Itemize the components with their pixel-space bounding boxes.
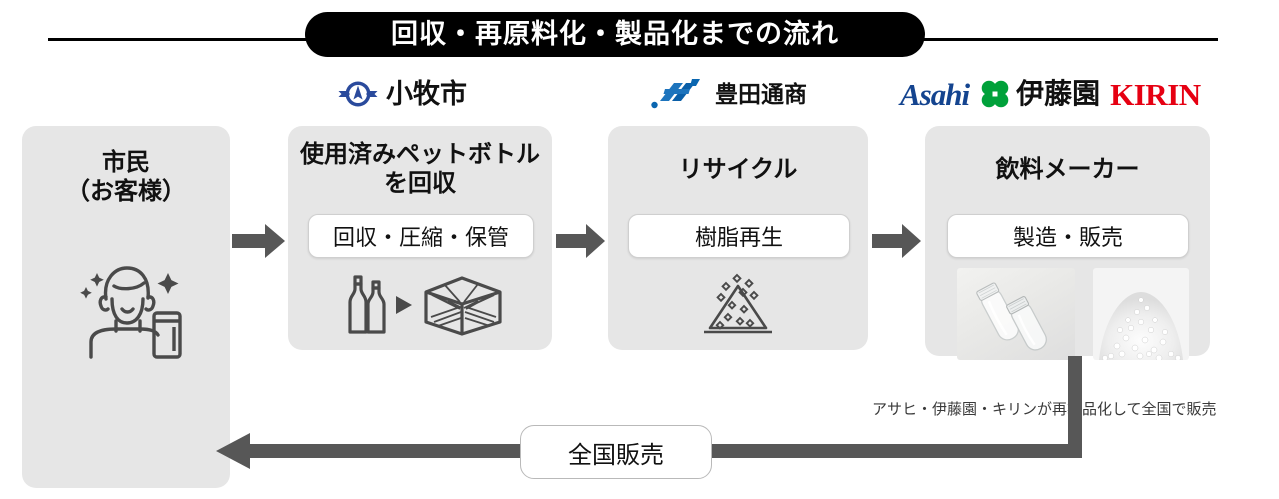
logo-beverage-makers: Asahi 伊藤園 KIRIN (900, 74, 1201, 114)
photo-resin-pellets (1093, 268, 1189, 360)
logo-toyota-tsusho-label: 豊田通商 (715, 80, 807, 107)
title-rule-right (900, 38, 1218, 41)
stage-pill-recycle[interactable]: 樹脂再生 (628, 214, 850, 258)
stage-pill-collection[interactable]: 回収・圧縮・保管 (308, 214, 534, 258)
return-arrow-vertical (1068, 356, 1082, 458)
logo-komaki-city: 小牧市 (338, 74, 467, 114)
stage-title-collection: 使用済みペットボトル を回収 (300, 141, 540, 198)
logo-komaki-city-label: 小牧市 (386, 78, 467, 109)
flow-arrow-2 (556, 224, 605, 258)
toyota-tsusho-logo-icon (651, 79, 700, 109)
itoen-clover-icon (981, 80, 1009, 108)
title-rule-left (48, 38, 338, 41)
flow-arrow-3 (872, 224, 921, 258)
bottles-to-bale-icon (348, 275, 502, 336)
stage-box-recycle: リサイクル 樹脂再生 (608, 126, 868, 350)
page-title: 回収・再原料化・製品化までの流れ (305, 12, 925, 57)
asahi-wordmark: Asahi (900, 76, 970, 112)
page-title-text: 回収・再原料化・製品化までの流れ (391, 19, 839, 49)
stage-title-maker: 飲料メーカー (995, 156, 1140, 183)
stage-box-maker: 飲料メーカー 製造・販売 (925, 126, 1210, 360)
itoen-wordmark: 伊藤園 (1016, 78, 1101, 109)
stage-box-citizen: 市民 （お客様） (22, 126, 230, 488)
resin-pellet-pile-icon (704, 273, 772, 334)
return-flow-label[interactable]: 全国販売 (520, 425, 712, 479)
logo-toyota-tsusho: 豊田通商 (650, 74, 807, 114)
stage-pill-maker[interactable]: 製造・販売 (947, 214, 1189, 258)
photo-pet-preforms (957, 268, 1075, 360)
person-with-bottle-icon (80, 266, 182, 359)
stage-title-recycle: リサイクル (678, 156, 798, 183)
stage-title-citizen: 市民 （お客様） (66, 149, 186, 206)
stage-box-collection: 使用済みペットボトル を回収 回収・圧縮・保管 (288, 126, 552, 350)
return-arrow-head-icon (216, 433, 250, 469)
flow-arrow-1 (232, 224, 285, 258)
kirin-wordmark: KIRIN (1110, 76, 1201, 112)
return-flow-caption: アサヒ・伊藤園・キリンが再製品化して全国で販売 (872, 401, 1217, 418)
komaki-city-emblem-icon (338, 81, 378, 107)
